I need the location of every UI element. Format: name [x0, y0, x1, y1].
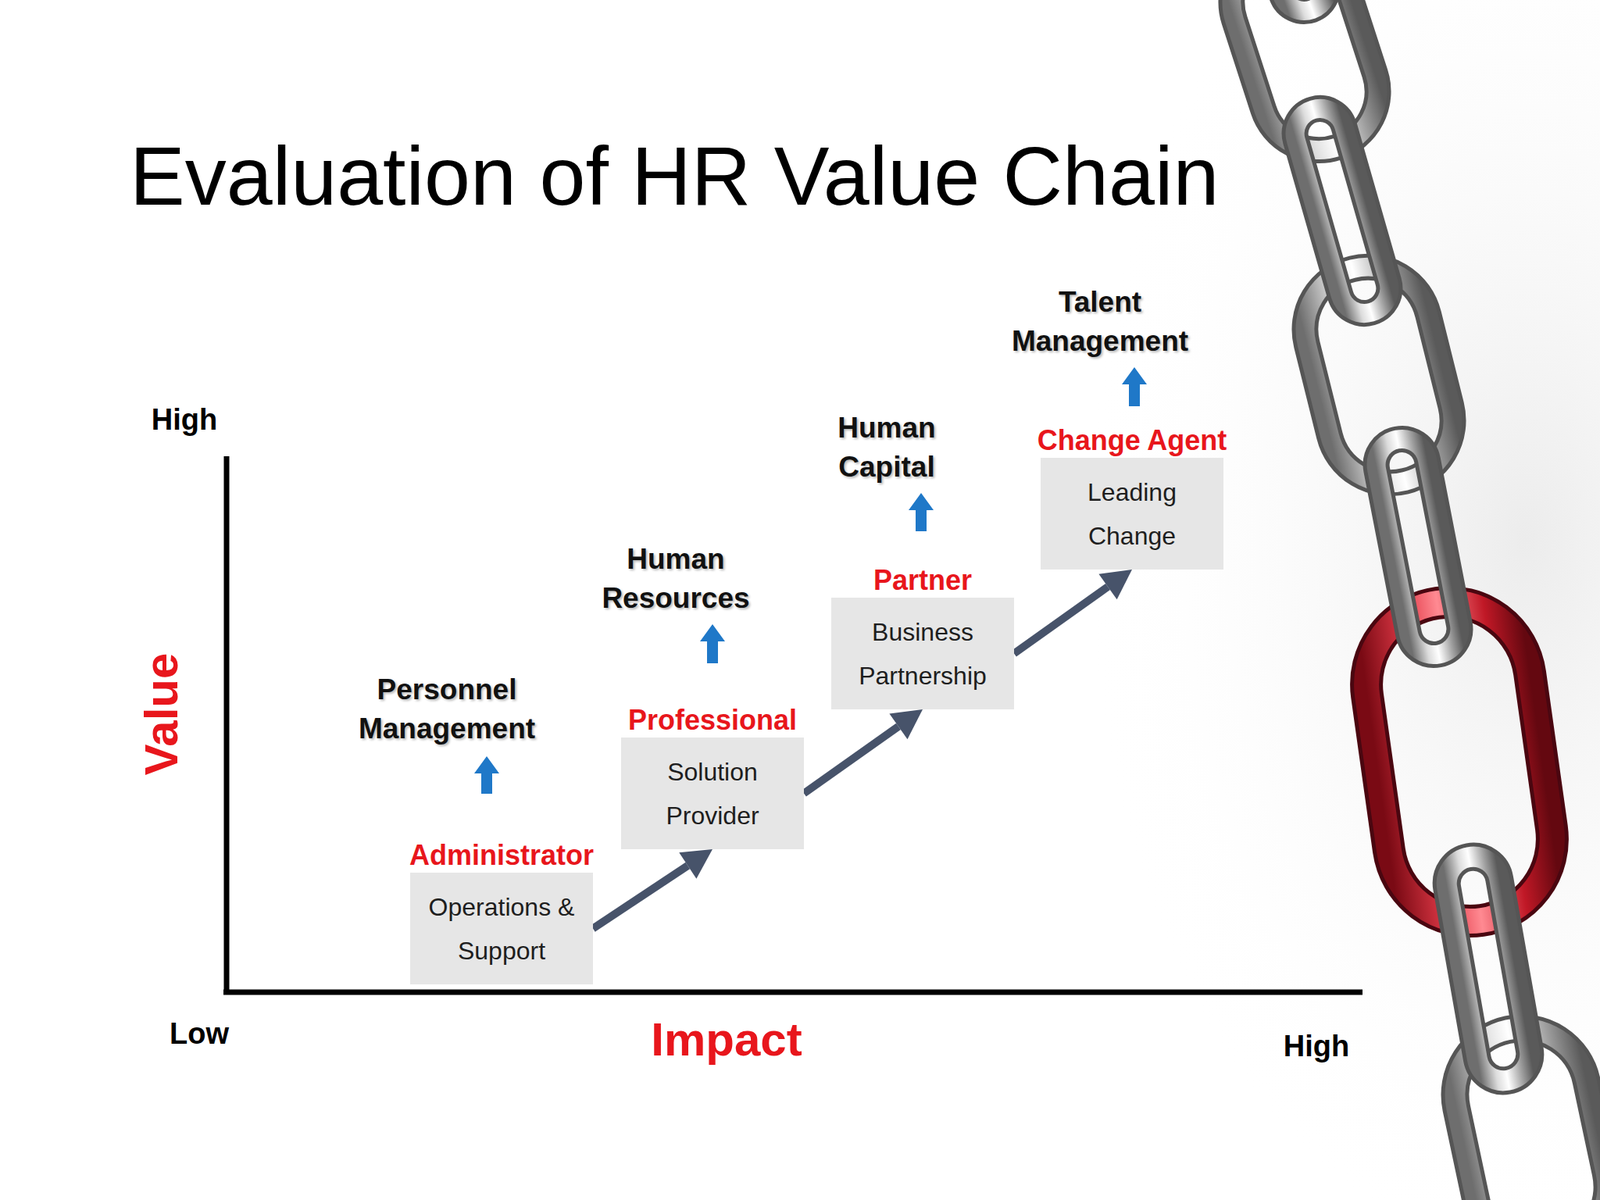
role-heading: Administrator [409, 839, 594, 872]
stage-text: Solution Provider [630, 750, 795, 838]
role-heading: Professional [628, 703, 797, 736]
stage-box: Change AgentLeading Change [1040, 457, 1224, 570]
up-arrow [700, 624, 725, 664]
connector-line [1014, 586, 1108, 654]
up-arrow [908, 492, 934, 532]
arrowhead [1098, 569, 1133, 600]
stage-box: PartnerBusiness Partnership [831, 597, 1015, 710]
stage-label: Talent Management [1002, 282, 1198, 361]
stage-box: ProfessionalSolution Provider [621, 737, 804, 850]
arrowhead [889, 709, 923, 740]
connector-arrow [803, 709, 923, 794]
stage-text: Leading Change [1050, 470, 1215, 558]
axis-title: Impact [650, 1012, 802, 1067]
stage-label: Personnel Management [349, 670, 545, 749]
connector-line [592, 865, 688, 929]
chain-link [1442, 852, 1534, 1085]
stage-text: Business Partnership [840, 610, 1005, 698]
connector-line [803, 726, 899, 794]
stage-label: Human Capital [789, 408, 985, 487]
x-axis [223, 989, 1363, 996]
stage-box: AdministratorOperations & Support [410, 872, 593, 985]
chain-link [1289, 102, 1396, 319]
chain-link [1220, 0, 1334, 18]
slide-title: Evaluation of HR Value Chain [129, 128, 1220, 223]
y-axis [224, 456, 230, 995]
role-heading: Partner [873, 564, 972, 597]
stage-label: Human Resources [578, 539, 774, 618]
chain-link [1371, 434, 1465, 659]
connector-arrow [1014, 569, 1133, 654]
arrowhead [678, 849, 713, 879]
chain [1216, 0, 1600, 1200]
connector-arrow [592, 849, 713, 929]
up-arrow [474, 756, 500, 794]
stage-text: Operations & Support [419, 885, 584, 973]
axis-end-label: Low [169, 1017, 229, 1052]
axis-title: Value [134, 653, 189, 776]
axis-end-label: High [1283, 1029, 1350, 1065]
axis-end-label: High [151, 403, 218, 438]
up-arrow [1121, 367, 1147, 407]
role-heading: Change Agent [1037, 424, 1228, 457]
